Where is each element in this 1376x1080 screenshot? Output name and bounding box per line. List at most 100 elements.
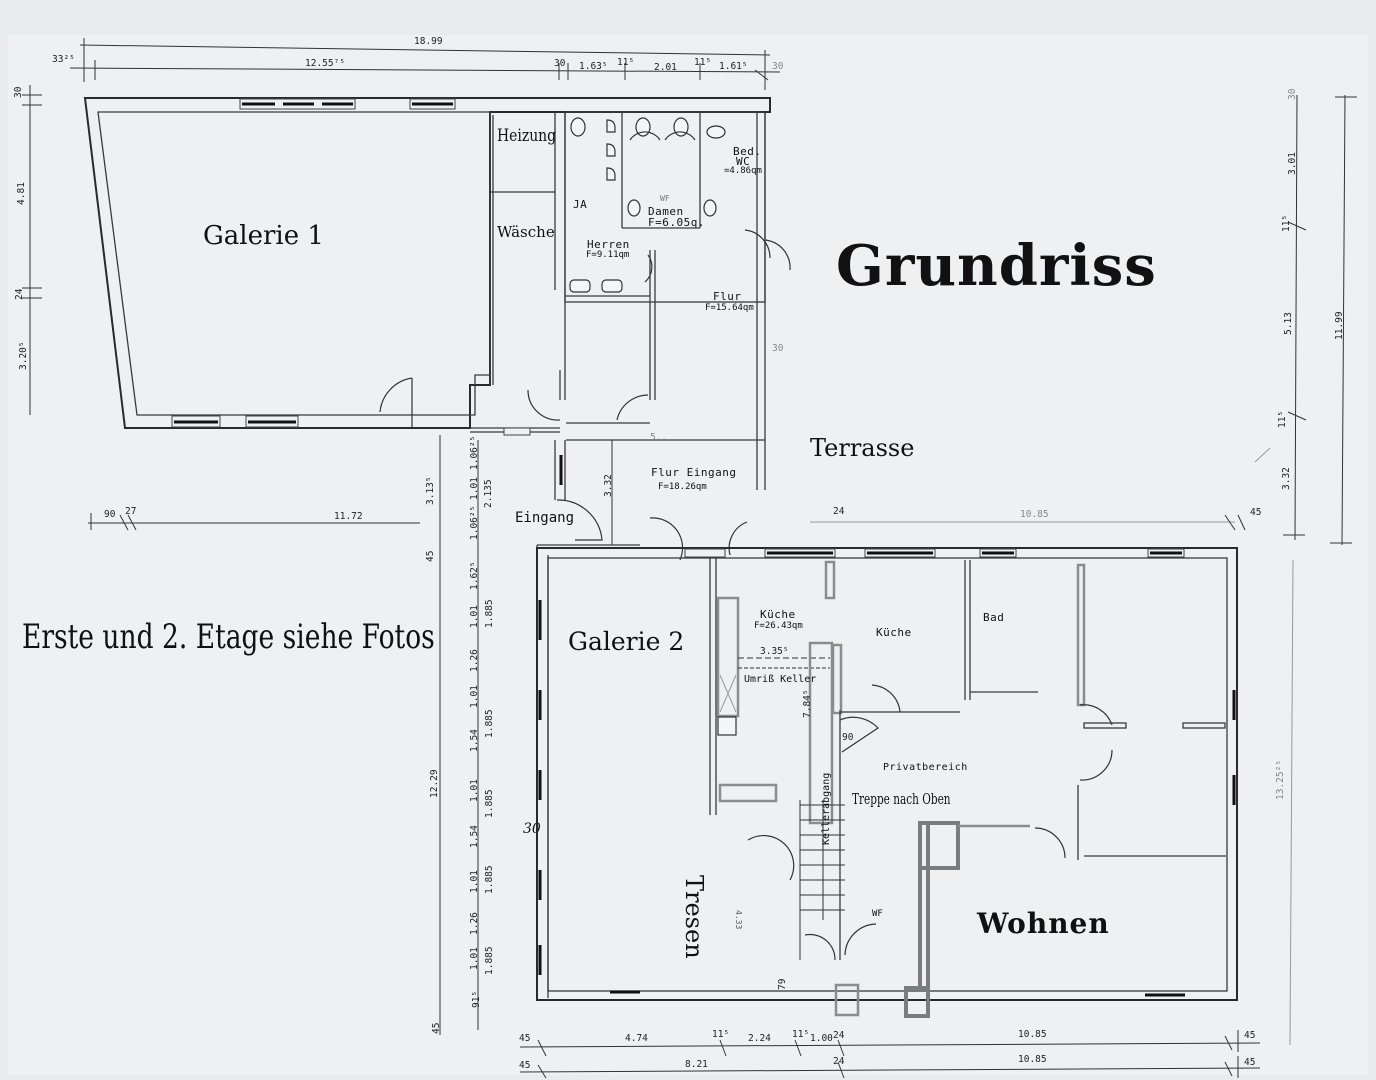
room-label-flur: Flur xyxy=(713,290,742,303)
room-label-treppe: Treppe nach Oben xyxy=(852,790,951,808)
room-label-waesche: Wäsche xyxy=(497,223,555,241)
dim-mid-27: 27 xyxy=(125,506,137,517)
dim-bot-224: 2.24 xyxy=(748,1033,771,1044)
room-label-privatbereich: Privatbereich xyxy=(883,762,968,773)
dim-ll-162: 1.62⁵ xyxy=(469,561,480,590)
room-label-flur-eingang: Flur Eingang xyxy=(651,466,737,479)
dim-top-overall: 18.99 xyxy=(414,36,443,47)
room-label-bed-wc-2: WC xyxy=(736,155,751,168)
dim-ll-101-5: 1.01 xyxy=(469,947,480,970)
left-dimension-lines xyxy=(22,85,42,415)
dim-mid-1085-top: 10.85 xyxy=(1020,509,1049,520)
dim-ll-45a: 45 xyxy=(425,550,436,562)
dim-ll-1229: 12.29 xyxy=(429,769,440,798)
dim-bot-1085a: 10.85 xyxy=(1018,1029,1047,1040)
dim-ll-101-1: 1.01 xyxy=(469,605,480,628)
dim-top-33: 33²⁵ xyxy=(52,54,75,65)
dim-bot-1085b: 10.85 xyxy=(1018,1054,1047,1065)
room-label-damen: Damen xyxy=(648,205,684,218)
room-label-galerie-1: Galerie 1 xyxy=(203,221,324,251)
flur-walls xyxy=(470,112,766,490)
dim-mid-332: 3.32 xyxy=(603,474,614,497)
room-label-kueche-1: Küche xyxy=(760,608,796,621)
dim-top-201: 2.01 xyxy=(654,62,677,73)
galerie2-walls xyxy=(536,547,1238,1001)
dim-bot-115a: 11⁵ xyxy=(712,1029,730,1040)
dim-right-1199: 11.99 xyxy=(1334,311,1345,340)
room-label-terrasse: Terrasse xyxy=(810,434,915,462)
room-label-herren: Herren xyxy=(587,238,630,251)
dim-left-481: 4.81 xyxy=(16,182,27,205)
dim-right-30: 30 xyxy=(1287,88,1298,100)
room-label-kueche-2: Küche xyxy=(876,626,912,639)
room-label-kellerabgang: Kellerabgang xyxy=(821,772,832,845)
dim-mid-2135: 2.135 xyxy=(483,479,494,508)
dim-left-320: 3.20⁵ xyxy=(18,341,29,370)
room-label-wohnen: Wohnen xyxy=(977,907,1110,940)
galerie1-walls xyxy=(83,97,771,429)
dim-bot-24a: 24 xyxy=(833,1030,845,1041)
dim-int-3355: 3.35⁵ xyxy=(760,646,789,657)
dim-mid-24b: 24 xyxy=(833,506,845,517)
wohnen-walls xyxy=(844,821,1030,1018)
room-label-flur-eingang-area: F=18.26qm xyxy=(658,482,707,492)
room-label-herren-area: F=9.11qm xyxy=(586,250,630,260)
dim-mid-1172: 11.72 xyxy=(334,511,363,522)
dim-ll-154-1: 1.54 xyxy=(469,729,480,752)
private-walls xyxy=(839,560,1236,860)
dim-top-115a: 11⁵ xyxy=(617,57,635,68)
dim-ll-45b: 45 xyxy=(431,1022,442,1034)
dim-mid-30c: 30 xyxy=(772,343,784,354)
dim-ll-101-4: 1.01 xyxy=(469,870,480,893)
dim-ll-30-wall: 30 xyxy=(523,821,541,837)
dim-ll-154-2: 1.54 xyxy=(469,825,480,848)
dim-right-301: 3.01 xyxy=(1287,152,1298,175)
dim-int-433: 4.33 xyxy=(734,910,743,930)
dim-left-30: 30 xyxy=(13,86,24,98)
room-label-kueche-1-area: F=26.43qm xyxy=(754,621,803,631)
kitchen-counter xyxy=(716,596,830,803)
dim-right-513: 5.13 xyxy=(1283,312,1294,335)
dim-top-163: 1.63⁵ xyxy=(579,61,608,72)
room-label-heizung: Heizung xyxy=(497,126,557,146)
dim-right-1325: 13.25²⁵ xyxy=(1275,759,1286,800)
dim-ll-91: 91⁵ xyxy=(471,990,482,1008)
dim-bot-45a: 45 xyxy=(519,1033,531,1044)
dim-mid-313: 3.13⁵ xyxy=(425,476,436,505)
dim-ll-1885-4: 1.885 xyxy=(484,865,495,894)
dim-top-115b: 11⁵ xyxy=(694,57,712,68)
dim-ll-1885-5: 1.885 xyxy=(484,946,495,975)
room-label-galerie-2: Galerie 2 xyxy=(568,627,685,656)
dim-mid-106a: 1.06²⁵ xyxy=(469,435,480,470)
dim-bot-474: 4.74 xyxy=(625,1033,648,1044)
dim-mid-101a: 1.01 xyxy=(469,477,480,500)
dim-bot-24b: 24 xyxy=(833,1056,845,1067)
room-label-umriss-keller: Umriß Keller xyxy=(744,674,817,685)
dim-bot-45r1: 45 xyxy=(1244,1030,1256,1041)
dim-top-161: 1.61⁵ xyxy=(719,61,748,72)
room-label-damen-area: F=6.05q. xyxy=(648,216,705,229)
room-label-bed-wc-1: Bed. xyxy=(733,145,762,158)
bottom-dimension-lines xyxy=(519,1030,1261,1079)
dim-ll-126-1: 1.26 xyxy=(469,649,480,672)
dim-ll-101-3: 1.01 xyxy=(469,779,480,802)
dim-top-galerie-width: 12.55⁷⁵ xyxy=(305,58,346,69)
middle-dimension-lines xyxy=(88,435,1246,1035)
dim-ll-1885-1: 1.885 xyxy=(484,599,495,628)
dim-bot-115b: 11⁵ xyxy=(792,1029,810,1040)
dim-int-90door: 90 xyxy=(842,732,854,743)
page-title: Grundriss xyxy=(836,233,1157,299)
room-label-tresen: Tresen xyxy=(680,875,708,959)
dim-mid-s: 5.. xyxy=(650,432,668,443)
dim-int-7845: 7.84⁵ xyxy=(802,689,813,718)
stairs xyxy=(747,560,860,1017)
dim-mid-90: 90 xyxy=(104,509,116,520)
right-dimension-lines xyxy=(1283,94,1357,1046)
dim-right-115b: 11⁵ xyxy=(1277,410,1288,428)
dim-mid-106b: 1.06²⁵ xyxy=(469,505,480,540)
dim-bot-100: 1.00 xyxy=(810,1033,833,1044)
dim-bot-45r2: 45 xyxy=(1244,1057,1256,1068)
dim-int-79: 79 xyxy=(777,978,788,990)
top-dimension-lines xyxy=(69,38,781,90)
